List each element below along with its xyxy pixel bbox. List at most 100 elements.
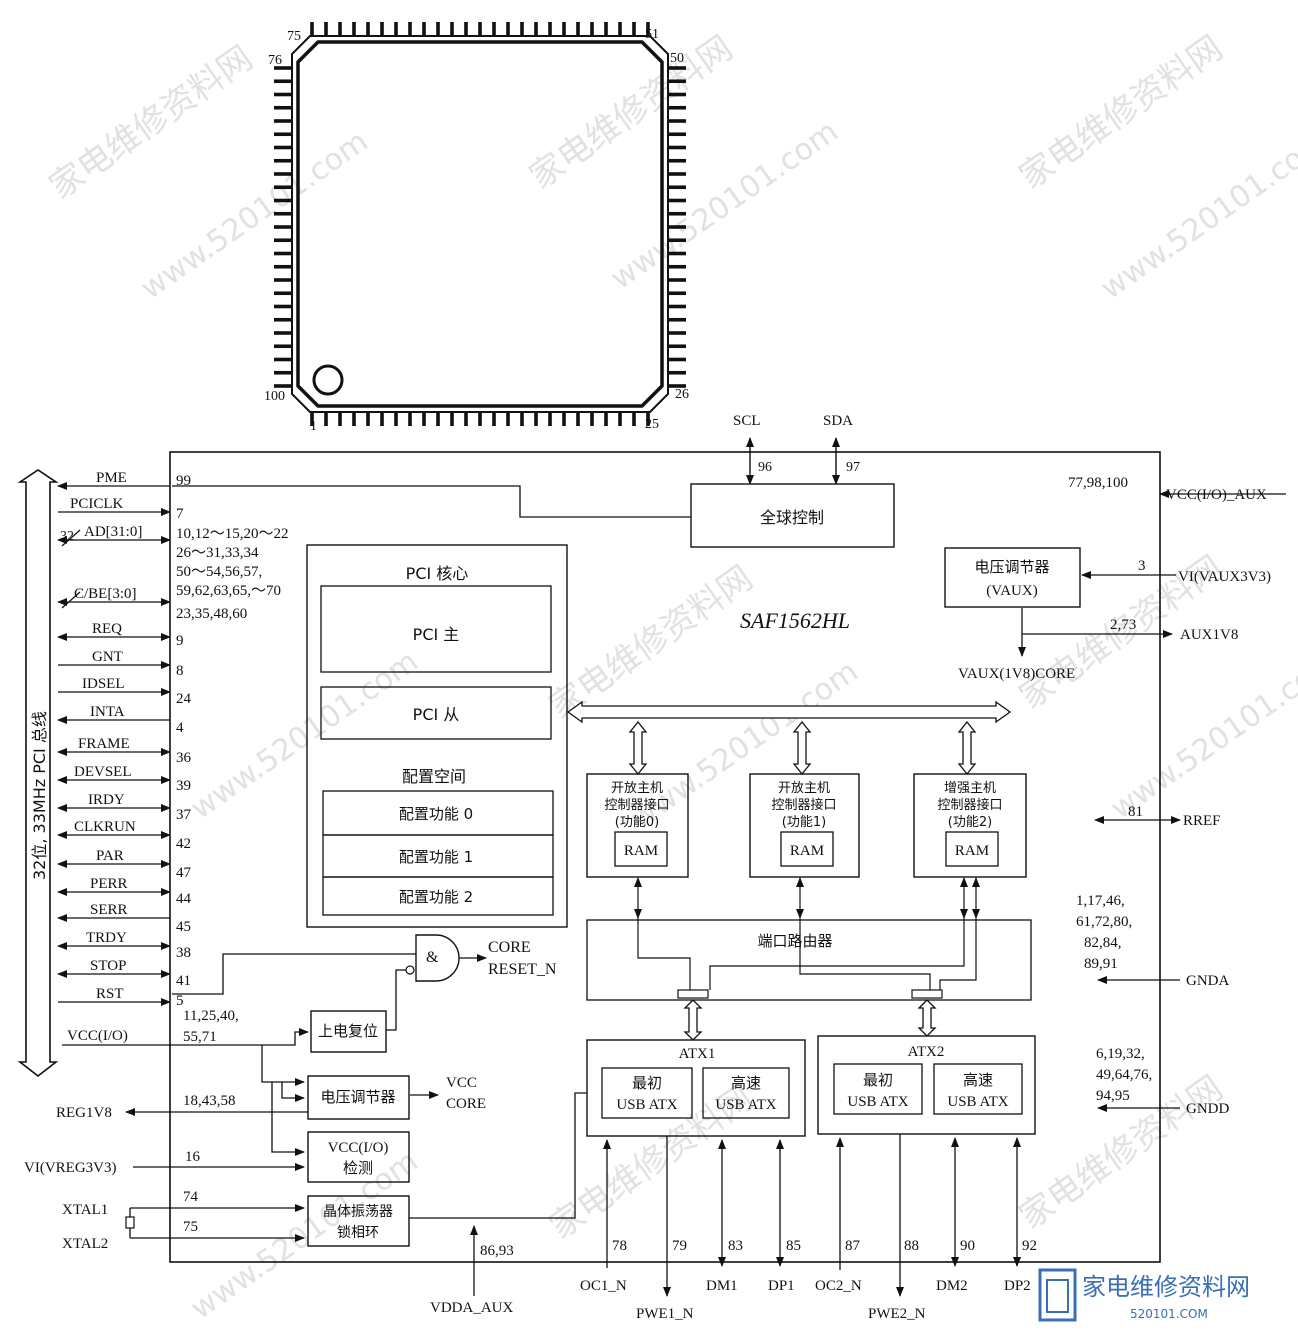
power-on-reset-block — [310, 1010, 387, 1053]
pin-label-76: 76 — [268, 53, 282, 68]
svg-text:晶体振荡器: 晶体振荡器 — [323, 1204, 393, 1220]
bottom-pin-name: PWE1_N — [636, 1306, 694, 1322]
bottom-pin-name: PWE2_N — [868, 1306, 926, 1322]
svg-text:最初: 最初 — [863, 1071, 893, 1089]
svg-text:(功能1): (功能1) — [782, 815, 826, 830]
package-pin — [478, 412, 482, 426]
pci-pin-number: 38 — [176, 945, 191, 961]
xtal-pll-block — [307, 1195, 410, 1247]
atx1-hs-usb — [702, 1067, 790, 1119]
svg-text:89,91: 89,91 — [1084, 956, 1118, 972]
package-pin — [338, 412, 342, 426]
ehci2-block — [913, 773, 1027, 878]
pci-signal-name: AD[31:0] — [84, 524, 142, 540]
bottom-pin-name: OC2_N — [815, 1278, 862, 1294]
package-pin — [408, 22, 412, 36]
bottom-pin-number: 83 — [728, 1238, 743, 1254]
pci-signal-name: IDSEL — [82, 676, 125, 692]
package-pin — [450, 22, 454, 36]
bottom-pin-name: OC1_N — [580, 1278, 627, 1294]
svg-text:电压调节器: 电压调节器 — [320, 1088, 395, 1106]
pci-signal-name: STOP — [90, 958, 126, 974]
atx1-orig-usb — [601, 1067, 693, 1119]
package-pin — [632, 22, 636, 36]
package-pin — [274, 225, 292, 229]
package-pin — [478, 22, 482, 36]
vreg-core-block — [307, 1075, 410, 1120]
svg-text:CORE: CORE — [446, 1096, 486, 1112]
pci-bus-arrow — [17, 469, 59, 1078]
pci-slave-label: PCI 从 — [413, 705, 460, 724]
package-pin — [576, 22, 580, 36]
xtal1-pin: 74 — [183, 1189, 199, 1205]
package-pin — [408, 412, 412, 426]
pci-pin-number: 5 — [176, 993, 184, 1009]
pin-label-51: 51 — [645, 27, 659, 42]
package-pin — [436, 22, 440, 36]
svg-text:高速: 高速 — [963, 1071, 993, 1089]
bottom-pin-name: DM1 — [706, 1278, 738, 1294]
pci-signal-name: FRAME — [78, 736, 130, 752]
package-pin — [274, 211, 292, 216]
package-pin — [668, 66, 686, 70]
package-pin — [394, 412, 398, 426]
pci-pin-number: 8 — [176, 663, 184, 679]
gnda-label: GNDA — [1186, 973, 1229, 989]
pin-label-100: 100 — [264, 389, 285, 404]
vreg-aux-block — [944, 547, 1081, 608]
svg-text:(VAUX): (VAUX) — [986, 583, 1037, 599]
bottom-pin-labels: 78OC1_N79PWE1_N83DM185DP187OC2_N88PWE2_N… — [580, 1238, 1037, 1322]
svg-text:(功能0): (功能0) — [615, 815, 659, 830]
pci-pin-number: 39 — [176, 778, 191, 794]
package-pin — [668, 198, 686, 203]
scl-label: SCL — [733, 413, 761, 429]
package-pin — [274, 105, 292, 110]
atx2-hs-usb — [933, 1063, 1023, 1115]
watermark-url: www.520101.com — [135, 124, 375, 307]
package-pin — [464, 22, 468, 36]
bus-drop-0 — [628, 720, 648, 776]
svg-text:最初: 最初 — [632, 1074, 662, 1092]
package-pin — [464, 412, 468, 426]
chip-package: 75 51 76 50 100 26 1 25 — [264, 22, 689, 434]
pci-pin-number: 99 — [176, 473, 191, 489]
pci-signal-name: SERR — [90, 902, 128, 918]
package-pin — [506, 412, 510, 426]
pci-signal-name: GNT — [92, 649, 123, 665]
package-pin — [324, 412, 328, 426]
package-pin — [590, 412, 594, 426]
watermark-url: www.520101.com — [605, 114, 845, 297]
bottom-pin-name: DP1 — [768, 1278, 795, 1294]
package-pin — [274, 291, 292, 296]
atx2-block — [817, 1035, 1036, 1135]
atx1-label: ATX1 — [679, 1046, 716, 1062]
svg-text:家电维修资料网: 家电维修资料网 — [1082, 1273, 1250, 1301]
pci-core-title: PCI 核心 — [406, 564, 469, 583]
svg-text:61,72,80,: 61,72,80, — [1076, 914, 1132, 930]
svg-text:1,17,46,: 1,17,46, — [1076, 893, 1125, 909]
chip-boundary — [169, 451, 1161, 1263]
pci-pin-number: 36 — [176, 750, 192, 766]
bottom-pin-number: 87 — [845, 1238, 861, 1254]
pin1-marker — [312, 364, 344, 396]
svg-text:控制器接口: 控制器接口 — [937, 797, 1002, 813]
svg-text:(功能2): (功能2) — [948, 815, 992, 830]
config-func1-label: 配置功能 1 — [399, 848, 473, 866]
pci-signal-name: TRDY — [86, 930, 127, 946]
vi-vreg-label: VI(VREG3V3) — [24, 1160, 116, 1176]
pci-pin-number: 50～54,56,57, — [176, 564, 262, 580]
package-pin — [668, 185, 686, 190]
package-pin — [274, 251, 292, 256]
pci-signal-name: INTA — [90, 704, 125, 720]
pci-pin-number: 10,12～15,20～22 — [176, 526, 289, 542]
pci-signal-name: CLKRUN — [74, 819, 136, 835]
vcc-io-aux-pins: 77,98,100 — [1068, 475, 1128, 491]
package-pin — [274, 66, 292, 70]
pci-slave-block — [320, 686, 552, 740]
svg-text:49,64,76,: 49,64,76, — [1096, 1067, 1152, 1083]
package-pin — [668, 317, 686, 322]
package-pin — [668, 344, 686, 349]
bottom-pin-number: 88 — [904, 1238, 919, 1254]
svg-text:控制器接口: 控制器接口 — [604, 797, 669, 813]
pci-master-label: PCI 主 — [413, 625, 460, 644]
